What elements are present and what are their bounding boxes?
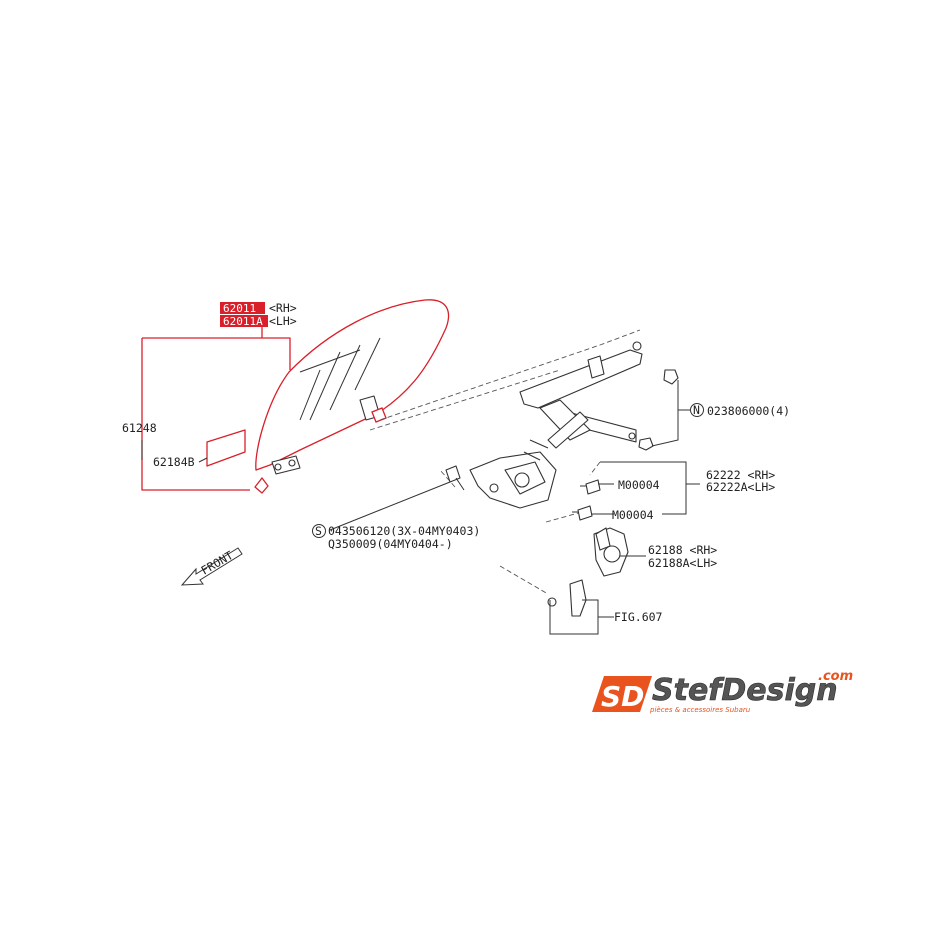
glass-assy-label: 61248 (122, 421, 157, 435)
bolt-upper-label: M00004 (618, 478, 660, 492)
glass-lh-side: <LH> (269, 314, 297, 328)
nut-marker: N (693, 403, 700, 417)
motor-lh-label: 62188A<LH> (648, 556, 717, 570)
screw-marker: S (315, 524, 322, 538)
logo-badge (592, 676, 652, 712)
glass-lh-code: 62011A (223, 315, 263, 328)
regulator-nuts[interactable] (638, 369, 679, 451)
screw-marker-circle (312, 524, 326, 538)
bolt-lower-label: M00004 (612, 508, 654, 522)
nut-label: 023806000(4) (707, 404, 790, 418)
logo-tagline: pièces & accessoires Subaru (649, 706, 751, 714)
regulator-rh-label: 62222 <RH> (706, 468, 775, 482)
glass-seal-piece[interactable] (206, 429, 246, 467)
logo-badge-text: SD (601, 680, 644, 713)
glass-rh-code: 62011 (223, 302, 256, 315)
bolt-upper[interactable] (580, 479, 601, 495)
stefdesign-logo: SD StefDesign .com pièces & accessoires … (592, 669, 853, 714)
glass-rh-side: <RH> (269, 301, 297, 315)
front-arrow-icon: FRONT (180, 547, 243, 586)
front-label: FRONT (199, 548, 236, 577)
screw[interactable] (445, 465, 465, 491)
glass-lh-code-highlight (220, 315, 268, 327)
logo-domain: .com (818, 669, 853, 684)
glass-seal-label: 62184B (153, 455, 195, 469)
window-regulator[interactable] (469, 341, 643, 509)
screw-label-2: Q350009(04MY0404-) (328, 537, 453, 551)
motor-rh-label: 62188 <RH> (648, 543, 717, 557)
regulator-motor[interactable] (593, 527, 629, 577)
bolt-lower[interactable] (572, 505, 593, 521)
logo-name: StefDesign (652, 673, 838, 708)
fig607-part[interactable] (547, 579, 614, 635)
nut-marker-circle (690, 403, 704, 417)
screw-label-1: 043506120(3X-04MY0403) (328, 524, 480, 538)
fig-ref-label: FIG.607 (614, 610, 663, 624)
regulator-lh-label: 62222A<LH> (706, 480, 775, 494)
door-glass[interactable] (254, 299, 450, 494)
glass-rh-code-highlight (220, 302, 265, 314)
